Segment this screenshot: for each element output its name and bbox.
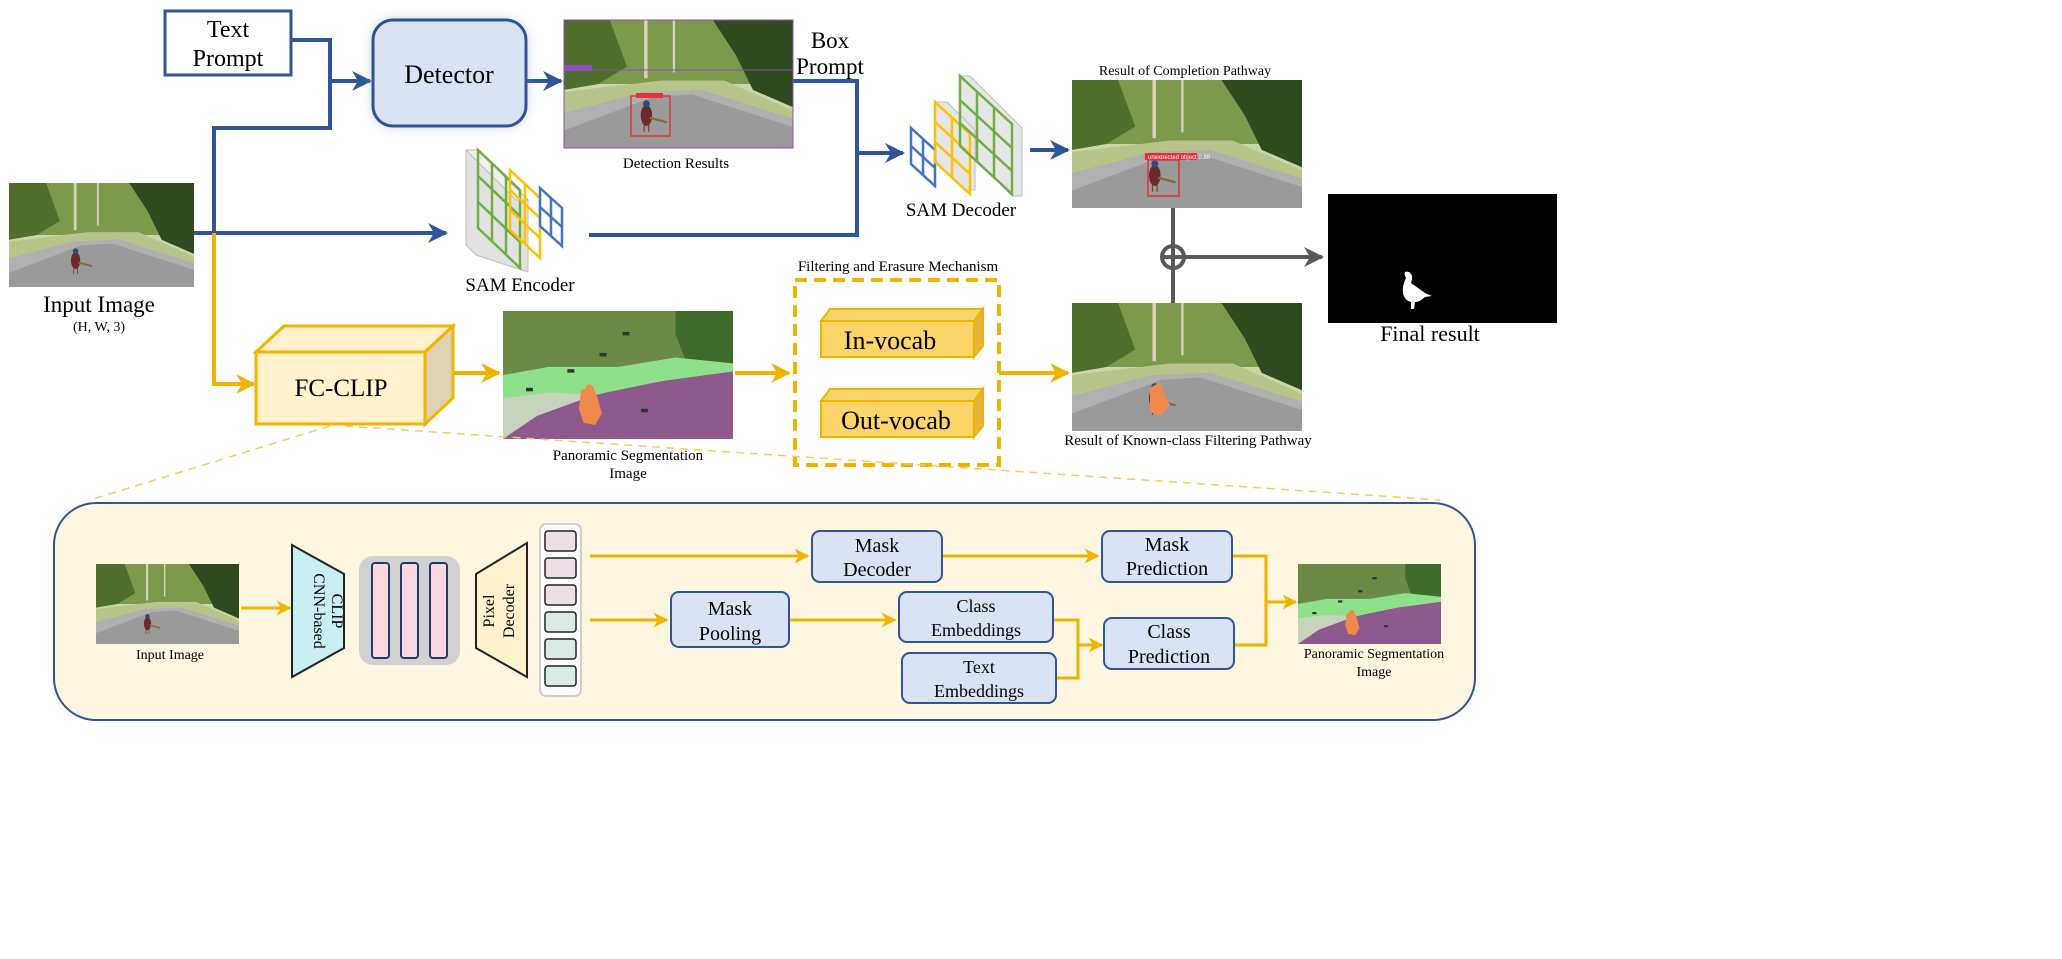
- pixel-decoder-label-2: Decoder: [501, 583, 518, 638]
- pixel-decoder-label-1: Pixel: [481, 594, 498, 627]
- text-embeddings-box: Text Embeddings: [901, 652, 1057, 704]
- box-prompt-label-2: Prompt: [796, 54, 864, 79]
- cnn-clip-block: CNN-based CLIP: [291, 543, 345, 679]
- class-prediction-box: Class Prediction: [1103, 617, 1235, 670]
- input-image: Input Image (H, W, 3): [9, 183, 194, 335]
- completion-result: Result of Completion Pathway unexpected …: [1072, 64, 1302, 208]
- out-vocab-block: Out-vocab: [819, 386, 985, 440]
- zoom-guides: [89, 425, 1441, 501]
- text-prompt-label-1: Text: [207, 17, 250, 43]
- detection-results-image: Detection Results: [563, 19, 794, 172]
- sam-encoder-label: SAM Encoder: [465, 275, 575, 296]
- in-vocab-label: In-vocab: [844, 326, 936, 355]
- mask-decoder-box: Mask Decoder: [811, 530, 943, 583]
- mask-pooling-box: Mask Pooling: [670, 591, 790, 648]
- fc-clip-cube: FC-CLIP: [252, 322, 457, 428]
- text-embeddings-label-2: Embeddings: [934, 681, 1024, 701]
- mask-decoder-label-1: Mask: [855, 535, 899, 557]
- detail-panoramic-caption-1: Panoramic Segmentation: [1304, 647, 1444, 662]
- panoramic-caption-1: Panoramic Segmentation: [553, 448, 704, 464]
- mask-prediction-box: Mask Prediction: [1101, 530, 1233, 583]
- text-prompt-label-2: Prompt: [193, 46, 264, 72]
- feature-maps: [359, 556, 460, 665]
- sam-decoder: SAM Decoder: [906, 73, 1023, 221]
- detector-box: Detector: [371, 18, 528, 128]
- sam-decoder-label: SAM Decoder: [906, 200, 1017, 221]
- detail-input-caption: Input Image: [136, 648, 204, 663]
- cnn-clip-label-2: CLIP: [328, 594, 345, 629]
- input-image-caption: Input Image: [43, 292, 155, 317]
- final-result: Final result: [1328, 194, 1557, 346]
- yellow-connectors: [212, 233, 1070, 394]
- query-stack: [539, 523, 582, 697]
- class-embeddings-box: Class Embeddings: [898, 591, 1054, 643]
- box-prompt-label-1: Box: [811, 28, 850, 53]
- fc-clip-detail-panel: Input Image CNN-based CLIP Pixel Decoder: [53, 502, 1476, 721]
- sam-encoder: SAM Encoder: [464, 147, 575, 296]
- completion-title: Result of Completion Pathway: [1099, 64, 1271, 79]
- mask-decoder-label-2: Decoder: [843, 559, 911, 581]
- detail-panoramic-caption-2: Image: [1357, 665, 1392, 680]
- text-prompt-line: [212, 38, 332, 233]
- combine-connector: [1160, 208, 1324, 303]
- known-class-result: Result of Known-class Filtering Pathway: [1064, 303, 1312, 449]
- fc-clip-label: FC-CLIP: [294, 375, 387, 402]
- text-prompt-box: Text Prompt: [163, 9, 293, 77]
- box-prompt-line: [589, 79, 859, 237]
- panoramic-segmentation-top: Panoramic Segmentation Image: [503, 311, 733, 482]
- in-vocab-block: In-vocab: [819, 306, 985, 360]
- class-prediction-label-1: Class: [1147, 621, 1191, 643]
- mask-pooling-label-2: Pooling: [699, 623, 761, 645]
- blue-connectors: [194, 38, 1070, 243]
- known-class-caption: Result of Known-class Filtering Pathway: [1064, 433, 1312, 449]
- class-embeddings-label-1: Class: [956, 596, 995, 616]
- completion-detection-label: unexpected object 0.88: [1148, 155, 1211, 161]
- pixel-decoder-block: Pixel Decoder: [475, 541, 528, 679]
- mask-pooling-label-1: Mask: [708, 598, 752, 620]
- out-vocab-label: Out-vocab: [841, 406, 951, 435]
- detector-label: Detector: [404, 60, 494, 89]
- filtering-erasure-mechanism: Filtering and Erasure Mechanism In-vocab…: [793, 259, 1001, 467]
- detection-results-caption: Detection Results: [623, 156, 729, 172]
- class-prediction-label-2: Prediction: [1128, 646, 1210, 668]
- class-embeddings-label-2: Embeddings: [931, 620, 1021, 640]
- mask-prediction-label-1: Mask: [1145, 534, 1189, 556]
- panoramic-caption-2: Image: [609, 466, 647, 482]
- input-shape-caption: (H, W, 3): [73, 320, 125, 335]
- filtering-title: Filtering and Erasure Mechanism: [798, 259, 999, 275]
- text-embeddings-label-1: Text: [963, 657, 995, 677]
- panoramic-segmentation-detail: Panoramic Segmentation Image: [1298, 564, 1444, 680]
- final-result-caption: Final result: [1380, 321, 1480, 346]
- cnn-clip-label-1: CNN-based: [310, 573, 327, 649]
- mask-prediction-label-2: Prediction: [1126, 558, 1208, 580]
